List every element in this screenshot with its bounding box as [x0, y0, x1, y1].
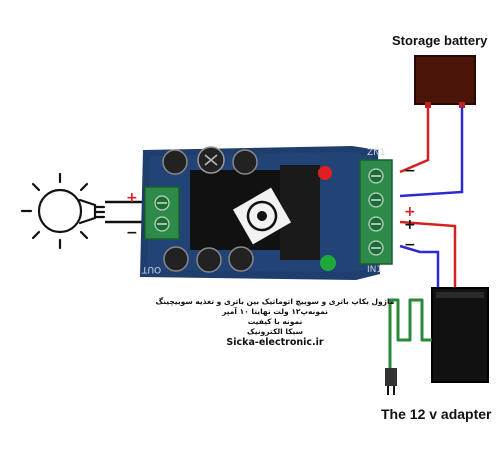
- battery-wires: [399, 107, 464, 198]
- module-board: [140, 146, 393, 280]
- adapter-wire-positive: [399, 220, 457, 290]
- adapter-cable: [388, 298, 432, 372]
- adapter-plus-symbol: +: [404, 217, 416, 233]
- battery-wire-negative: [399, 107, 464, 198]
- capacitors-top: [162, 146, 258, 175]
- battery-wire-positive: [399, 107, 430, 174]
- battery-minus-symbol: −: [404, 163, 416, 179]
- caption-line-1: ماژول بکاپ باتری و سوییچ اتوماتیک بین با…: [155, 297, 395, 306]
- caption-line-2: نمونه‌پ۱۲ ولت نهایتا ۱۰ آمپر: [222, 307, 328, 316]
- led-green: [320, 255, 336, 271]
- out-plus-symbol: +: [126, 190, 138, 206]
- battery-icon: [414, 55, 476, 108]
- caption-website: Sicka-electronic.ir: [226, 337, 324, 348]
- adapter-label: The 12 v adapter: [381, 406, 492, 422]
- caption-line-3: نمونه با کیفیت: [247, 317, 303, 326]
- output-wires: [105, 200, 145, 224]
- plug-icon: [385, 368, 397, 395]
- caption-line-4: سیکا الکترونیک: [247, 327, 303, 336]
- led-red: [318, 166, 332, 180]
- battery-plus-symbol: +: [404, 204, 416, 220]
- adapter-wire-negative: [399, 244, 440, 290]
- out-minus-symbol: −: [126, 225, 138, 241]
- capacitors-bottom: [163, 246, 254, 273]
- bulb-icon: [20, 172, 106, 250]
- board-in-label: IN1: [367, 265, 383, 275]
- adapter-wires: [399, 220, 457, 290]
- logo-sticker: [232, 187, 292, 245]
- board-zn-label: ZN1: [367, 148, 386, 158]
- caption: ماژول بکاپ باتری و سوییچ اتوماتیک بین با…: [150, 297, 400, 348]
- output-terminal: [144, 186, 180, 240]
- adapter-icon: [431, 287, 489, 383]
- board-out-label: OUT: [142, 264, 162, 274]
- adapter-minus-symbol: −: [404, 237, 416, 253]
- input-terminals: [359, 159, 393, 265]
- storage-battery-label: Storage battery: [392, 33, 488, 48]
